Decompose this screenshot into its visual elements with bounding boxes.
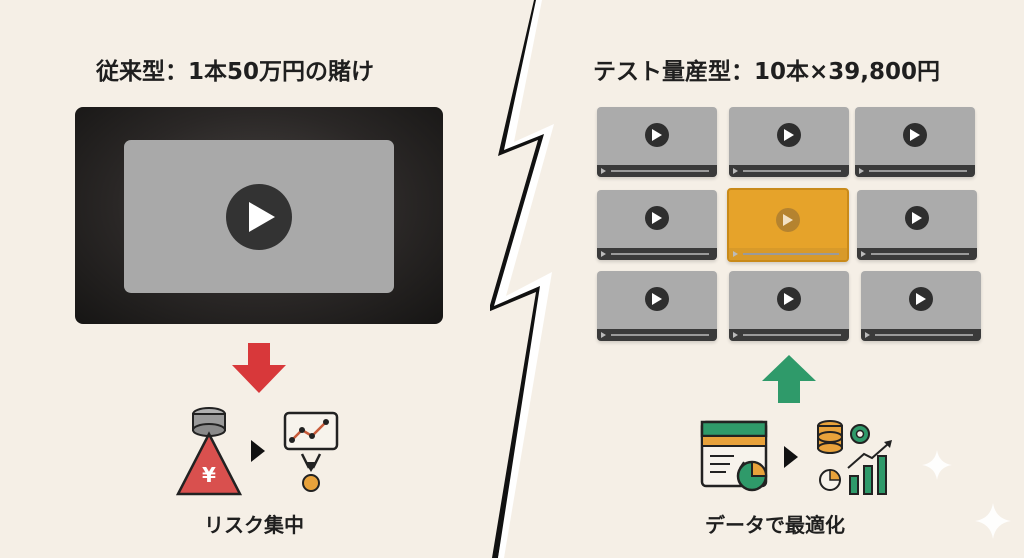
video-thumbnail[interactable] [597, 271, 717, 341]
video-thumbnail[interactable] [861, 271, 981, 341]
right-title: テスト量産型：10本×39,800円 [593, 59, 941, 85]
video-thumbnail[interactable] [729, 107, 849, 177]
dashboard-icon [700, 420, 768, 492]
analytics-growth-icon [817, 420, 892, 495]
video-thumbnail-highlighted[interactable] [727, 188, 849, 262]
left-caption: リスク集中 [204, 513, 304, 537]
chevron-right-icon [784, 446, 798, 468]
yen-risk-icon: ¥ [176, 407, 242, 496]
play-icon [645, 123, 669, 147]
play-icon [776, 208, 800, 232]
play-icon [645, 206, 669, 230]
chevron-right-icon [251, 440, 265, 462]
trend-chart-icon [283, 411, 339, 492]
play-icon [909, 287, 933, 311]
play-icon [645, 287, 669, 311]
play-icon [777, 123, 801, 147]
sparkle-icon [975, 503, 1011, 539]
up-arrow-icon [762, 355, 816, 403]
sparkle-icon [922, 450, 952, 480]
play-icon [777, 287, 801, 311]
video-thumbnail[interactable] [857, 190, 977, 260]
right-caption: データで最適化 [705, 513, 845, 537]
play-icon[interactable] [226, 184, 292, 250]
lightning-divider [490, 0, 554, 558]
single-video-panel [75, 107, 443, 324]
down-arrow-icon [232, 343, 286, 393]
left-title: 従来型：1本50万円の賭け [96, 59, 375, 85]
video-thumbnail[interactable] [729, 271, 849, 341]
single-video-screen [124, 140, 394, 293]
yen-label: ¥ [202, 463, 216, 487]
play-icon [903, 123, 927, 147]
play-icon [905, 206, 929, 230]
video-thumbnail[interactable] [597, 190, 717, 260]
video-thumbnail[interactable] [855, 107, 975, 177]
video-thumbnail[interactable] [597, 107, 717, 177]
